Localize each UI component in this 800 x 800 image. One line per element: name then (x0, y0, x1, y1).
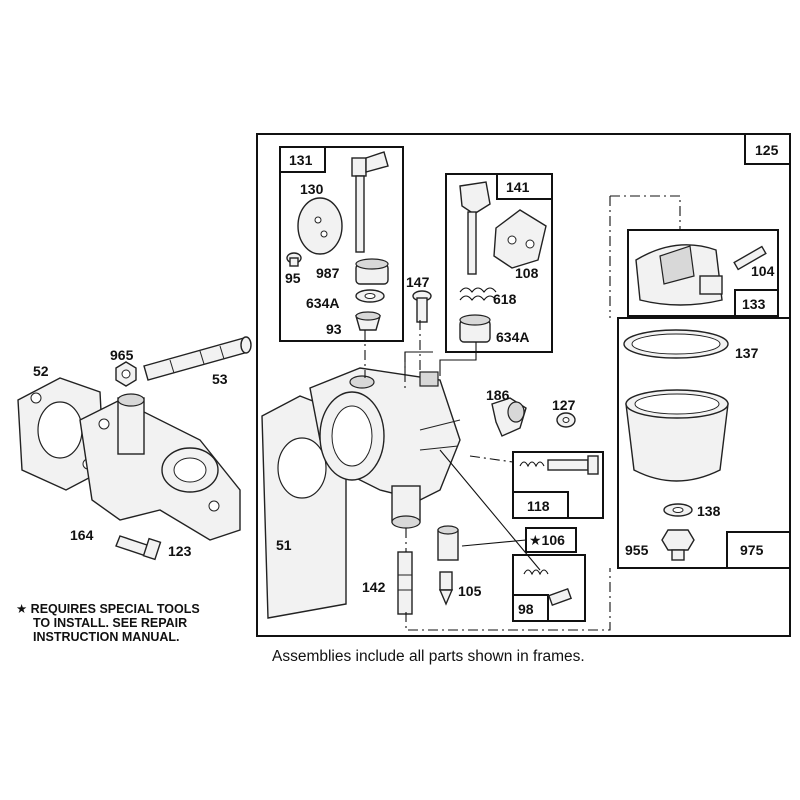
box-141 (496, 173, 553, 200)
box-131 (279, 146, 326, 173)
bowl-nut-955-drawing (661, 529, 695, 561)
label-965: 965 (110, 347, 134, 363)
bowl-drawing (625, 389, 729, 482)
label-138: 138 (697, 503, 721, 519)
box-label-141: 141 (506, 179, 530, 195)
box-label-131: 131 (289, 152, 313, 168)
label-93: 93 (326, 321, 342, 337)
seat-106-drawing (437, 525, 459, 561)
intake-elbow-164-drawing (79, 393, 241, 541)
bushing-93-drawing (355, 311, 381, 331)
spring-618-drawing (459, 287, 497, 301)
nut-965-drawing (115, 361, 137, 387)
box-label-98: 98 (518, 601, 534, 617)
box-133 (734, 289, 779, 317)
throttle-plate-108-drawing (493, 209, 547, 269)
label-142: 142 (362, 579, 386, 595)
throttle-shaft-drawing (459, 181, 491, 275)
tube-53-drawing (143, 336, 252, 381)
pin-104-drawing (733, 245, 767, 271)
frame-975 (617, 317, 791, 569)
label-147: 147 (406, 274, 430, 290)
idle-screw-118-drawing (519, 455, 599, 475)
assemblies-caption: Assemblies include all parts shown in fr… (272, 648, 585, 665)
label-52: 52 (33, 363, 49, 379)
label-618: 618 (493, 291, 517, 307)
label-634a-1: 634A (306, 295, 339, 311)
label-123: 123 (168, 543, 192, 559)
mixture-screw-98-drawing (523, 569, 573, 607)
label-987: 987 (316, 265, 340, 281)
frame-131 (279, 146, 404, 342)
label-164: 164 (70, 527, 94, 543)
box-118 (512, 491, 569, 519)
washer-634a-drawing (355, 289, 385, 303)
carburetor-body-drawing (309, 367, 461, 529)
float-133-drawing (635, 244, 723, 306)
special-tools-note-line3: INSTRUCTION MANUAL. (33, 630, 180, 644)
label-104: 104 (751, 263, 775, 279)
needle-105-drawing (438, 571, 454, 606)
washer-138-drawing (663, 503, 693, 517)
label-51: 51 (276, 537, 292, 553)
label-137: 137 (735, 345, 759, 361)
label-130: 130 (300, 181, 324, 197)
label-634a-2: 634A (496, 329, 529, 345)
choke-plate-130-drawing (297, 197, 343, 255)
box-label-133: 133 (742, 296, 766, 312)
special-tools-note-line1: ★ REQUIRES SPECIAL TOOLS (16, 602, 200, 616)
box-975 (726, 531, 791, 569)
gasket-137-drawing (623, 329, 729, 359)
emulsion-tube-142-drawing (397, 551, 413, 615)
screw-123-drawing (115, 535, 162, 561)
label-108: 108 (515, 265, 539, 281)
screw-147-drawing (412, 290, 432, 323)
label-105: 105 (458, 583, 482, 599)
box-label-125: 125 (755, 142, 779, 158)
seal-634a-drawing (459, 314, 491, 343)
label-53: 53 (212, 371, 228, 387)
frame-133 (627, 229, 779, 317)
gasket-52-drawing (17, 377, 105, 491)
label-127: 127 (552, 397, 576, 413)
special-tools-note-line2: TO INSTALL. SEE REPAIR (33, 616, 187, 630)
label-955: 955 (625, 542, 649, 558)
box-label-106: ★106 (529, 532, 565, 548)
seal-987-drawing (355, 258, 389, 285)
box-125 (744, 133, 791, 165)
choke-shaft-drawing (351, 151, 389, 253)
box-label-118: 118 (527, 498, 550, 514)
box-label-975: 975 (740, 542, 764, 558)
screw-95-drawing (286, 252, 302, 267)
label-186: 186 (486, 387, 510, 403)
box-98 (512, 594, 549, 622)
label-95: 95 (285, 270, 301, 286)
elbow-186-drawing (491, 397, 527, 437)
washer-127-drawing (556, 412, 576, 428)
leader-lines (404, 342, 541, 571)
